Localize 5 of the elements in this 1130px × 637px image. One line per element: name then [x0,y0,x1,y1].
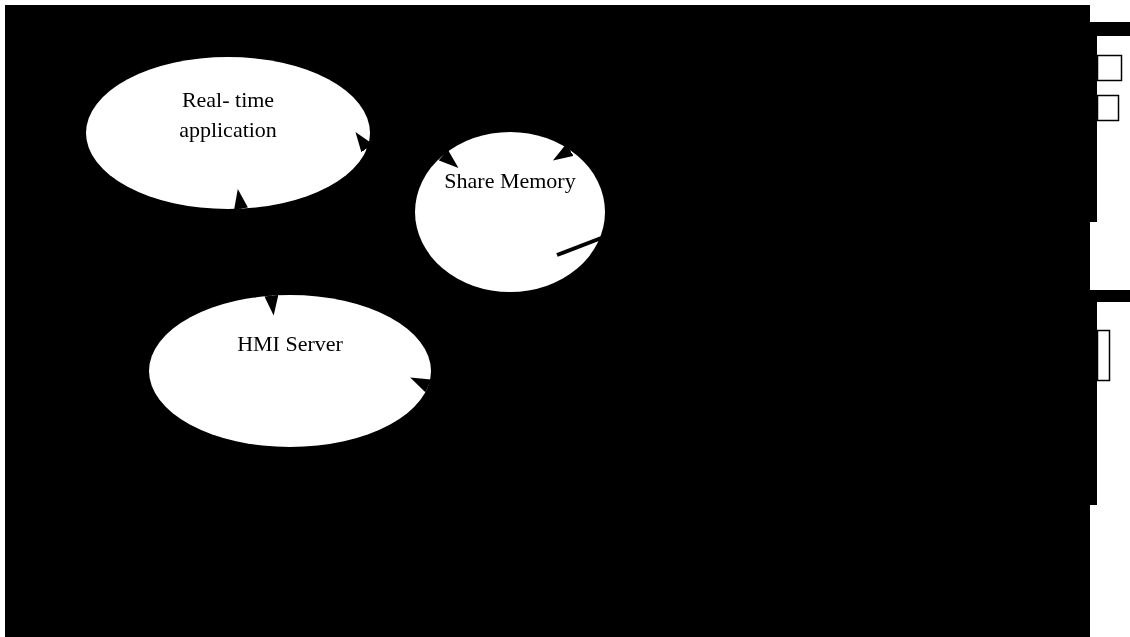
arrow [234,188,257,299]
node-label: Share Memory [444,167,576,195]
node-label: Real- time application [178,86,278,144]
arrow [260,205,279,316]
node-label: HMI Server [237,330,343,358]
